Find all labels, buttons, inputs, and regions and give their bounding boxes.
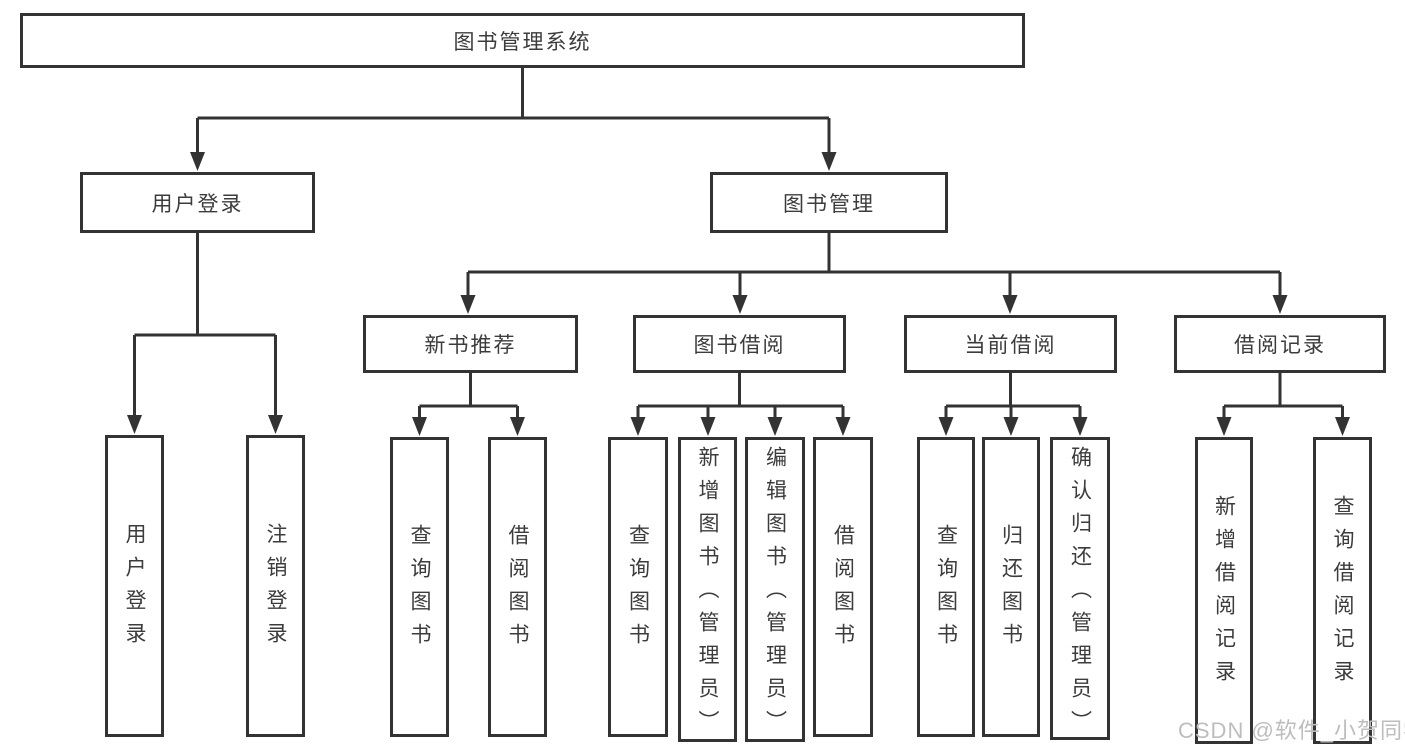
node-user-login-action: 用户登录 xyxy=(105,435,164,737)
node-return-books: 归还图书 xyxy=(982,437,1040,737)
connector-lines xyxy=(133,68,1344,421)
node-borrow-books-recommend: 借阅图书 xyxy=(488,437,547,737)
node-borrowing-records: 借阅记录 xyxy=(1174,315,1386,373)
node-confirm-return-admin: 确认归还（管理员） xyxy=(1050,437,1110,743)
node-book-management-system: 图书管理系统 xyxy=(20,13,1025,68)
watermark: CSDN @软件_小贺同学 xyxy=(1178,718,1405,743)
node-query-books-current: 查询图书 xyxy=(917,437,975,737)
node-query-borrow-record: 查询借阅记录 xyxy=(1313,437,1372,744)
node-add-books-admin: 新增图书（管理员） xyxy=(678,437,737,743)
node-book-management: 图书管理 xyxy=(710,172,948,233)
node-edit-books-admin: 编辑图书（管理员） xyxy=(745,437,805,743)
node-add-borrow-record: 新增借阅记录 xyxy=(1195,437,1253,744)
node-logout: 注销登录 xyxy=(246,435,305,737)
node-user-login: 用户登录 xyxy=(80,172,315,233)
node-query-books-borrowing: 查询图书 xyxy=(608,437,668,737)
node-new-book-recommend: 新书推荐 xyxy=(363,315,578,373)
node-borrow-books-borrowing: 借阅图书 xyxy=(813,437,873,737)
node-book-borrowing: 图书借阅 xyxy=(633,315,846,373)
node-current-borrowing: 当前借阅 xyxy=(904,315,1117,373)
node-query-books-recommend: 查询图书 xyxy=(390,437,449,737)
